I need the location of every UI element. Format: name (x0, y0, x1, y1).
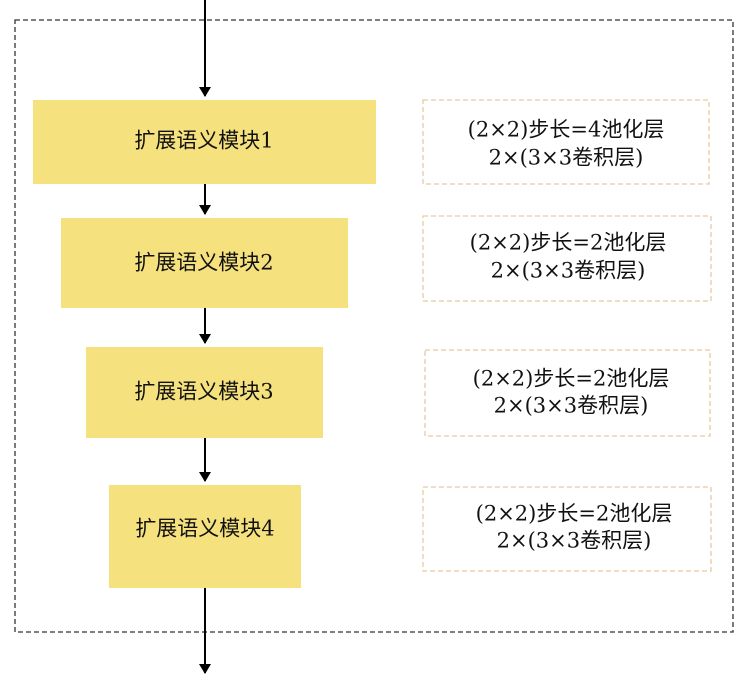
module-desc-2: (2×2)步长=2池化层 2×(3×3卷积层) (422, 215, 712, 302)
module-block-2: 扩展语义模块2 (61, 218, 348, 308)
module-label-3: 扩展语义模块3 (134, 380, 273, 404)
module-desc-1-line1: (2×2)步长=4池化层 (468, 118, 665, 142)
module-label-1: 扩展语义模块1 (134, 129, 273, 153)
module-desc-1: (2×2)步长=4池化层 2×(3×3卷积层) (422, 99, 710, 185)
module-block-1: 扩展语义模块1 (33, 100, 376, 184)
module-block-3: 扩展语义模块3 (86, 347, 323, 438)
outer-dashed-frame (14, 19, 734, 633)
module-desc-3: (2×2)步长=2池化层 2×(3×3卷积层) (424, 349, 711, 437)
module-desc-3-line1: (2×2)步长=2池化层 (473, 367, 670, 391)
module-desc-4-line2: 2×(3×3卷积层) (497, 529, 652, 553)
module-box-1 (33, 100, 376, 184)
module-box-2 (61, 218, 348, 308)
module-desc-box-1 (422, 99, 710, 185)
module-desc-4: (2×2)步长=2池化层 2×(3×3卷积层) (422, 486, 712, 572)
module-desc-2-line1: (2×2)步长=2池化层 (470, 231, 667, 255)
module-desc-box-3 (424, 349, 711, 437)
module-desc-box-4 (422, 486, 712, 572)
module-desc-2-line2: 2×(3×3卷积层) (491, 259, 646, 283)
module-block-4: 扩展语义模块4 (109, 485, 301, 588)
module-desc-4-line1: (2×2)步长=2池化层 (476, 502, 673, 526)
module-label-2: 扩展语义模块2 (134, 251, 273, 275)
module-box-4 (109, 485, 301, 588)
module-label-4: 扩展语义模块4 (135, 517, 274, 541)
module-desc-1-line2: 2×(3×3卷积层) (489, 146, 644, 170)
module-desc-box-2 (422, 215, 712, 302)
module-desc-3-line2: 2×(3×3卷积层) (494, 394, 649, 418)
module-box-3 (86, 347, 323, 438)
